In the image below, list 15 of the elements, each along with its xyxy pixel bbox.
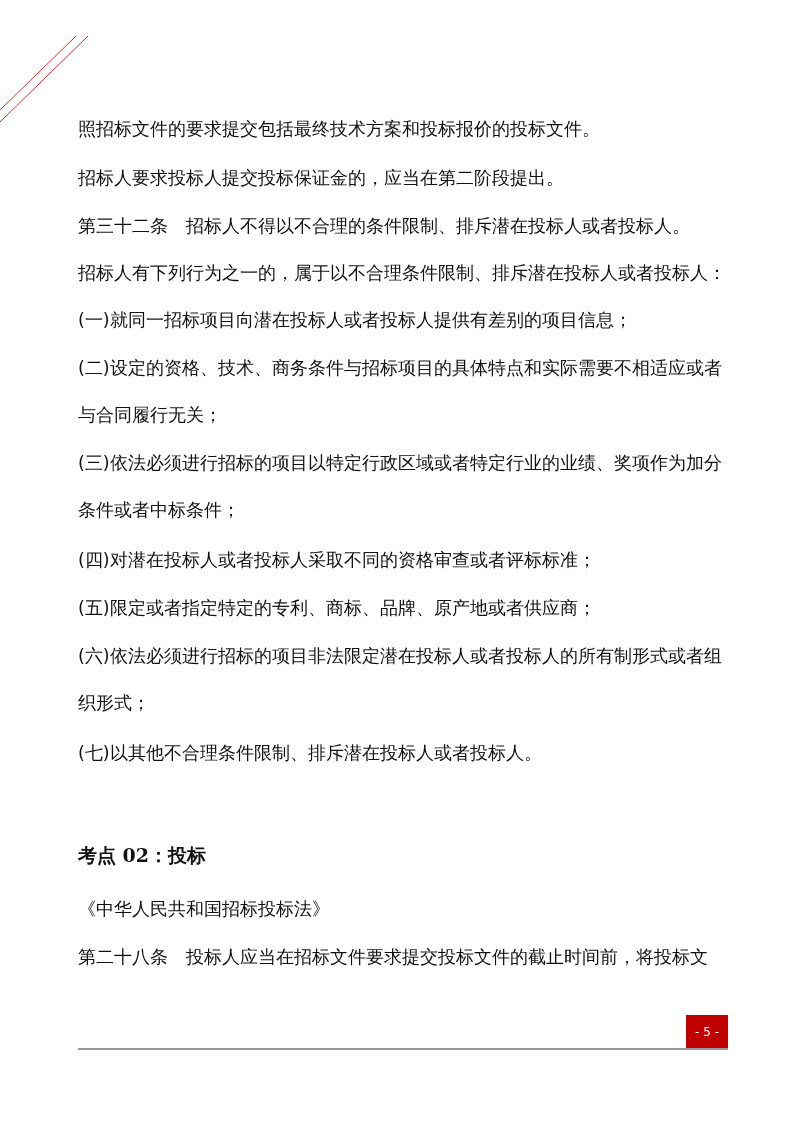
paragraph: (四)对潜在投标人或者投标人采取不同的资格审查或者评标标准； (78, 549, 597, 572)
section-heading: 考点 02：投标 (78, 843, 208, 868)
paragraph: 第三十二条 招标人不得以不合理的条件限制、排斥潜在投标人或者投标人。 (78, 215, 691, 238)
page-number-box: - 5 - (686, 1015, 728, 1048)
paragraph: (七)以其他不合理条件限制、排斥潜在投标人或者投标人。 (78, 742, 543, 765)
paragraph: (五)限定或者指定特定的专利、商标、品牌、原产地或者供应商； (78, 597, 597, 620)
paragraph: 《中华人民共和国招标投标法》 (78, 898, 331, 921)
paragraph: (三)依法必须进行招标的项目以特定行政区域或者特定行业的业绩、奖项作为加分条件或者中标条件； (78, 452, 723, 522)
paragraph: 第二十八条 投标人应当在招标文件要求提交投标文件的截止时间前，将投标文 (78, 946, 709, 969)
paragraph: 招标人有下列行为之一的，属于以不合理条件限制、排斥潜在投标人或者投标人： (78, 262, 727, 285)
paragraph: 招标人要求投标人提交投标保证金的，应当在第二阶段提出。 (78, 167, 565, 190)
paragraph: (二)设定的资格、技术、商务条件与招标项目的具体特点和实际需要不相适应或者与合同履行无关； (78, 357, 723, 427)
paragraph: (六)依法必须进行招标的项目非法限定潜在投标人或者投标人的所有制形式或者组织形式； (78, 645, 723, 715)
paragraph: 照招标文件的要求提交包括最终技术方案和投标报价的投标文件。 (78, 118, 601, 141)
paragraph: (一)就同一招标项目向潜在投标人或者投标人提供有差别的项目信息； (78, 309, 633, 332)
